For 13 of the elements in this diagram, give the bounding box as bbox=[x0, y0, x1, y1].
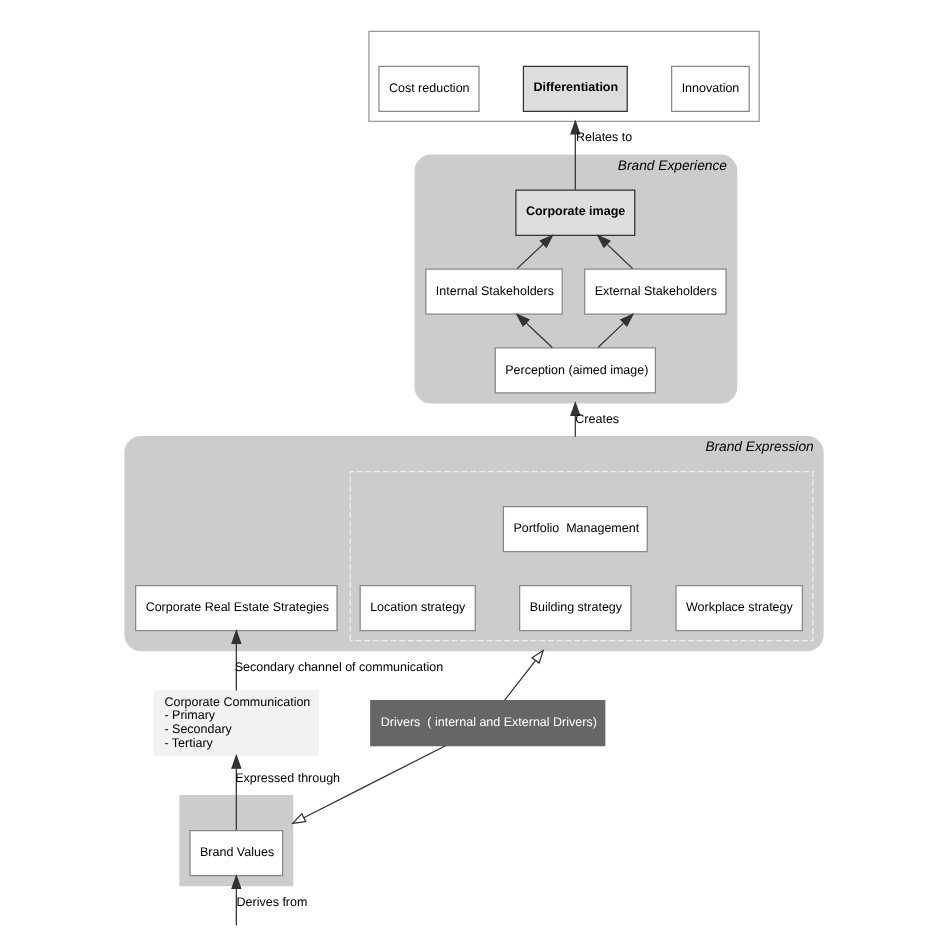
arrow bbox=[231, 873, 242, 927]
arrow bbox=[570, 401, 581, 438]
arrow bbox=[231, 753, 242, 831]
arrow bbox=[596, 234, 634, 270]
arrow bbox=[290, 745, 447, 825]
arrow bbox=[516, 234, 554, 270]
cluster bbox=[368, 30, 760, 123]
cluster bbox=[349, 471, 814, 642]
arrow bbox=[597, 312, 635, 349]
arrow bbox=[570, 119, 581, 191]
arrow bbox=[231, 628, 242, 692]
arrow bbox=[515, 312, 553, 349]
arrow bbox=[504, 649, 545, 701]
